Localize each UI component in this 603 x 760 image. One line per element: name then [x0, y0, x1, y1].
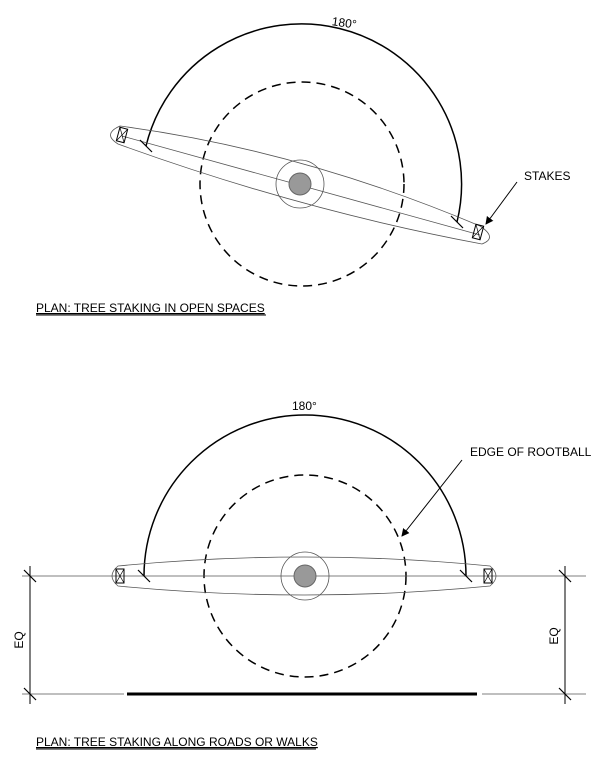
angle-label: 180° [292, 399, 317, 413]
stakes-label: STAKES [524, 169, 570, 183]
dim-tick-left-bottom [23, 687, 37, 701]
dim-tick-right-top [558, 569, 572, 583]
plan-title: PLAN: TREE STAKING ALONG ROADS OR WALKS [36, 735, 318, 749]
stake-left [115, 568, 125, 584]
tie-band [111, 556, 497, 596]
plan-title: PLAN: TREE STAKING IN OPEN SPACES [36, 301, 265, 315]
dim-tick-left-top [23, 569, 37, 583]
stakes-leader [485, 181, 518, 225]
rotation-arc [143, 414, 467, 577]
eq-label-left: EQ [12, 631, 26, 648]
dim-tick-right-bottom [558, 687, 572, 701]
trunk [288, 172, 312, 196]
tie-band [110, 125, 490, 245]
eq-label-right: EQ [547, 627, 561, 644]
stake-right [471, 223, 485, 241]
trunk-outer [280, 551, 330, 601]
rootball-outline [199, 81, 405, 287]
rootball-leader [401, 459, 463, 537]
trunk [293, 564, 317, 588]
trunk-outer [275, 159, 325, 209]
arc-tick-left [137, 569, 151, 583]
arc-tick-left [139, 139, 153, 153]
angle-label: 180° [331, 14, 358, 31]
rotation-arc [145, 23, 463, 223]
arc-tick-right [459, 569, 473, 583]
stake-left [115, 126, 129, 144]
plan-roads-walks: EQ EQ 180° EDGE OF ROOTBALL PLAN: TREE S… [12, 399, 592, 750]
rootball-label: EDGE OF ROOTBALL [470, 445, 592, 459]
stake-right [483, 568, 493, 584]
arc-tick-right [450, 215, 464, 229]
plan-open-spaces: 180° STAKES PLAN: TREE STAKING IN OPEN S… [36, 14, 570, 316]
